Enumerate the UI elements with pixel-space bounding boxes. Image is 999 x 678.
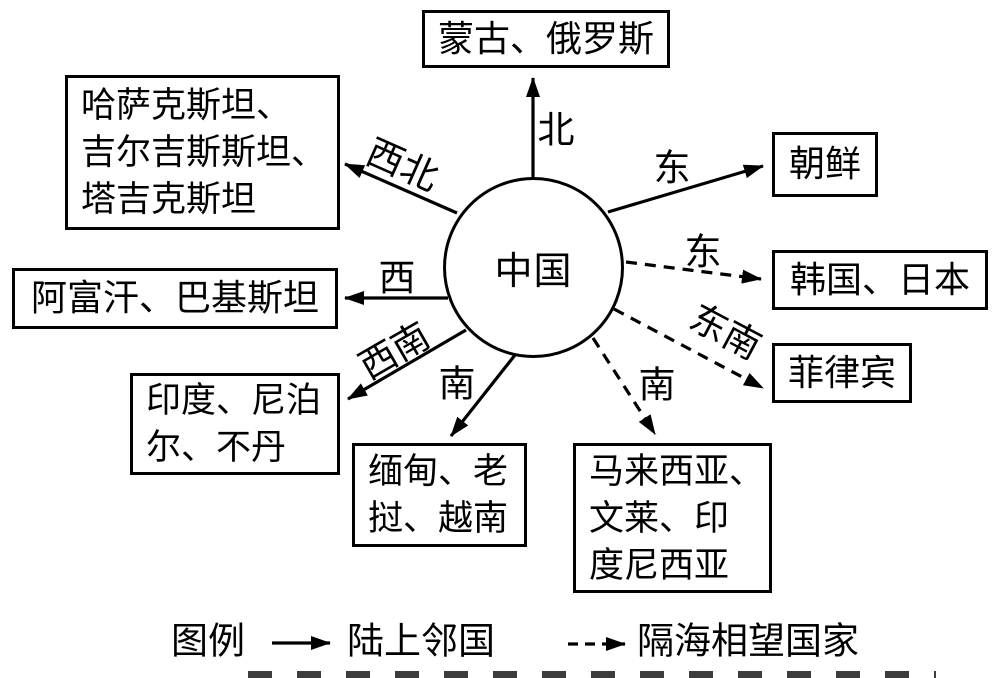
arrow-south-sea [591, 337, 657, 435]
legend-title: 图例 [171, 621, 245, 663]
arrow-southwest [347, 328, 467, 401]
direction-label-south-sea: 南 [638, 365, 676, 407]
arrow-northwest [344, 162, 458, 215]
node-malaysia-brunei-indonesia: 马来西亚、 文莱、印 度尼西亚 [573, 443, 772, 593]
direction-label-east-sea: 东 [684, 232, 722, 274]
arrow-east-land [607, 164, 764, 214]
center-node-china: 中国 [443, 177, 624, 358]
node-myanmar-laos-vietnam: 缅甸、老 挝、越南 [352, 443, 527, 547]
node-philippines: 菲律宾 [772, 343, 912, 403]
node-south-korea-japan: 韩国、日本 [772, 250, 988, 310]
direction-label-east-land: 东 [653, 148, 691, 190]
node-mongolia-russia: 蒙古、俄罗斯 [422, 10, 670, 68]
node-north-korea: 朝鲜 [772, 132, 878, 197]
node-india-nepal-bhutan: 印度、尼泊 尔、不丹 [130, 373, 340, 475]
arrow-east-sea [625, 260, 762, 284]
scan-artifact [248, 671, 936, 678]
arrow-southeast-sea [613, 307, 764, 390]
direction-label-south-land: 南 [438, 364, 476, 406]
direction-label-north: 北 [537, 110, 575, 152]
legend-dashed-label: 隔海相望国家 [637, 621, 859, 663]
arrow-south-land [449, 354, 517, 437]
node-afghanistan-pakistan: 阿富汗、巴基斯坦 [12, 268, 338, 329]
direction-label-west: 西 [378, 258, 416, 300]
node-kazakhstan-kyrgyzstan-tajikistan: 哈萨克斯坦、 吉尔吉斯斯坦、 塔吉克斯坦 [65, 75, 340, 230]
legend-solid-label: 陆上邻国 [347, 621, 495, 663]
